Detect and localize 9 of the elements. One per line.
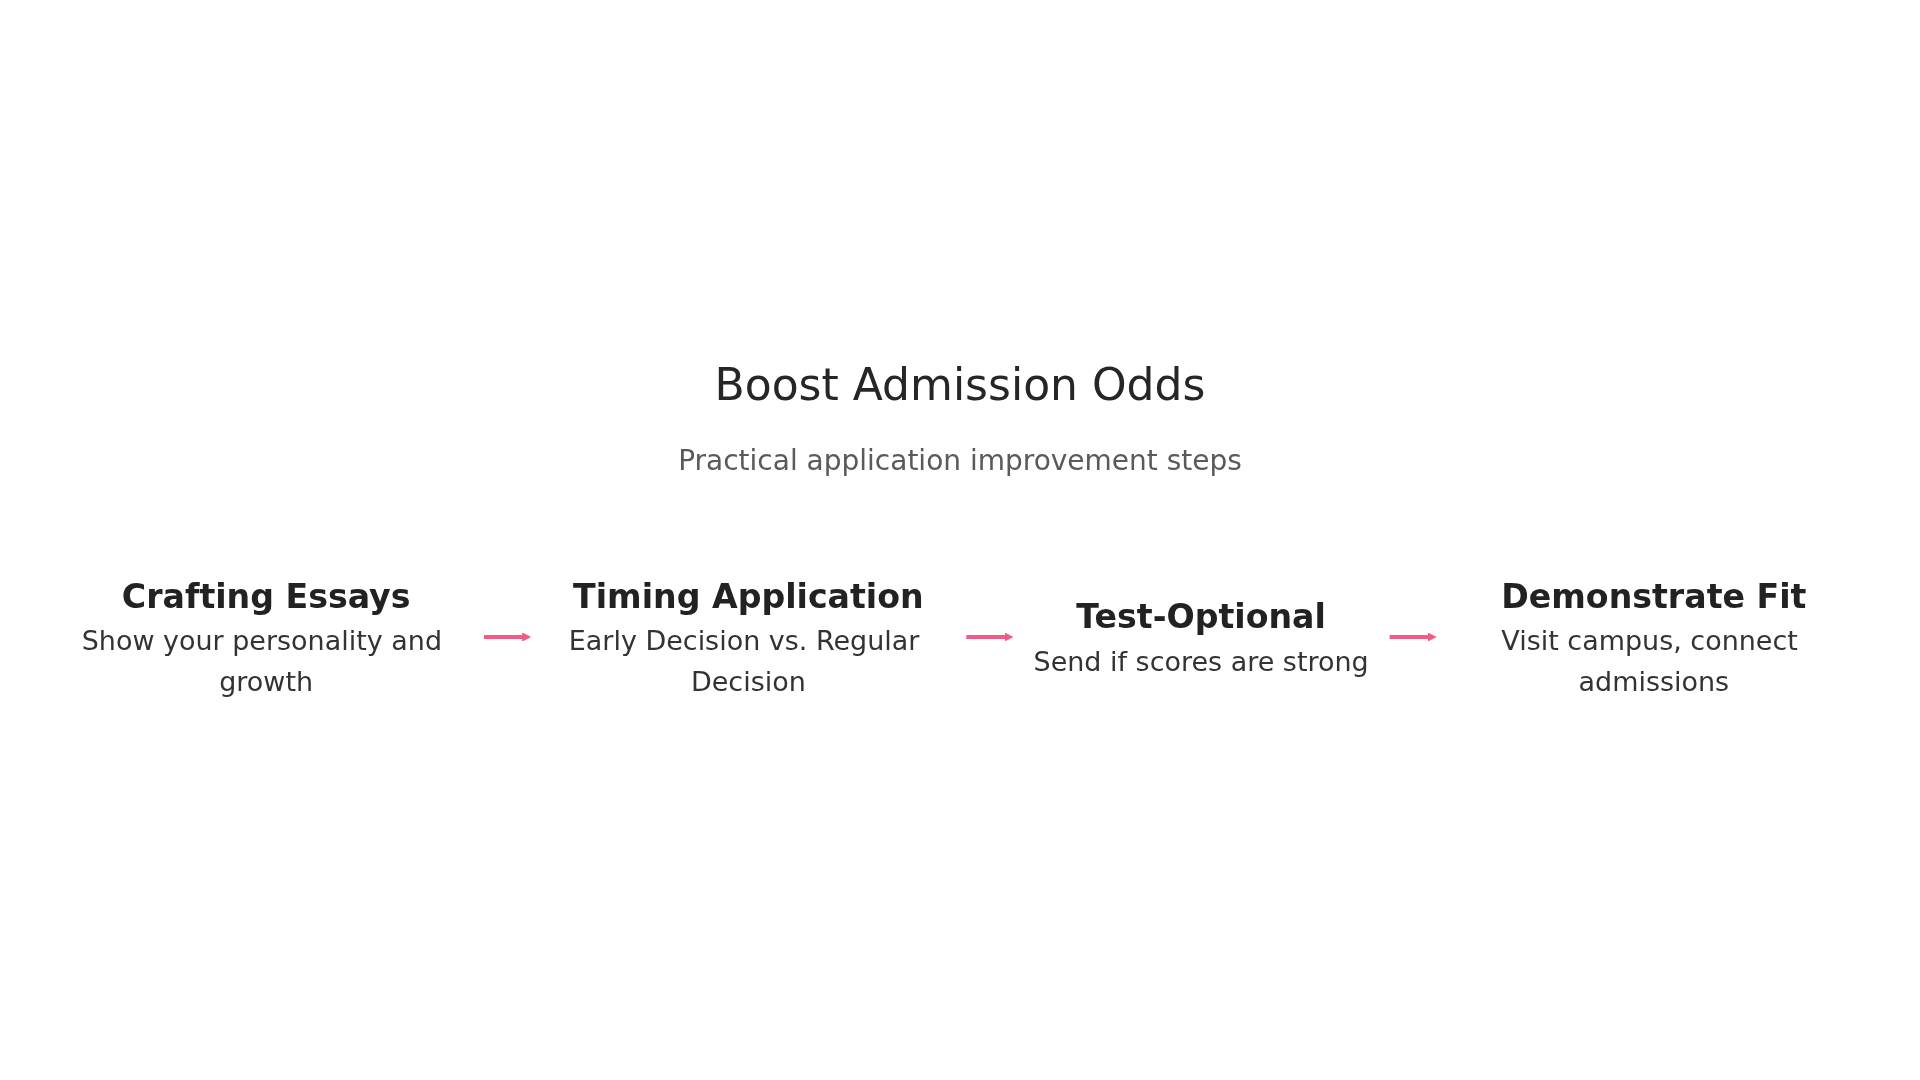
node-text: Test-Optional Send if scores are strong <box>1033 597 1369 677</box>
node-text: Timing Application Early Decision vs. Regular Decision <box>568 576 924 698</box>
subtitle-text: Practical application improvement steps <box>678 444 1242 477</box>
node-text: Crafting Essays Show your personality and growth <box>81 576 443 698</box>
node-text: Demonstrate Fit Visit campus, connect admissions <box>1501 576 1807 698</box>
diagram-title: Boost Admission Odds <box>713 359 1207 410</box>
arrow <box>483 632 531 642</box>
arrow <box>1389 632 1437 642</box>
arrow <box>966 632 1014 642</box>
